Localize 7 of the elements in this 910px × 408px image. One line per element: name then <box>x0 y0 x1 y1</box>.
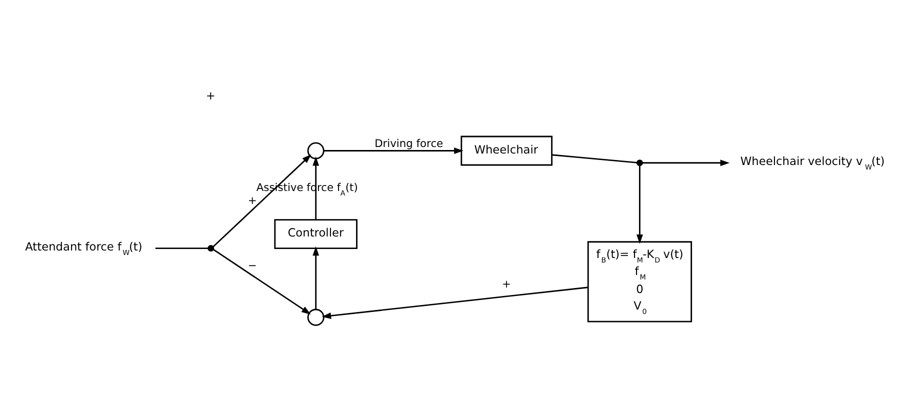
edge-label: + <box>502 276 511 290</box>
node-text: Attendant force f$_{W}$(t) <box>25 238 142 256</box>
edge-label: + <box>248 194 257 207</box>
edge-label: − <box>248 258 257 272</box>
node-text: Wheelchair velocity v$_{W}$(t) <box>740 153 885 171</box>
label: + <box>206 88 216 102</box>
edge-label: Driving force <box>374 136 444 150</box>
